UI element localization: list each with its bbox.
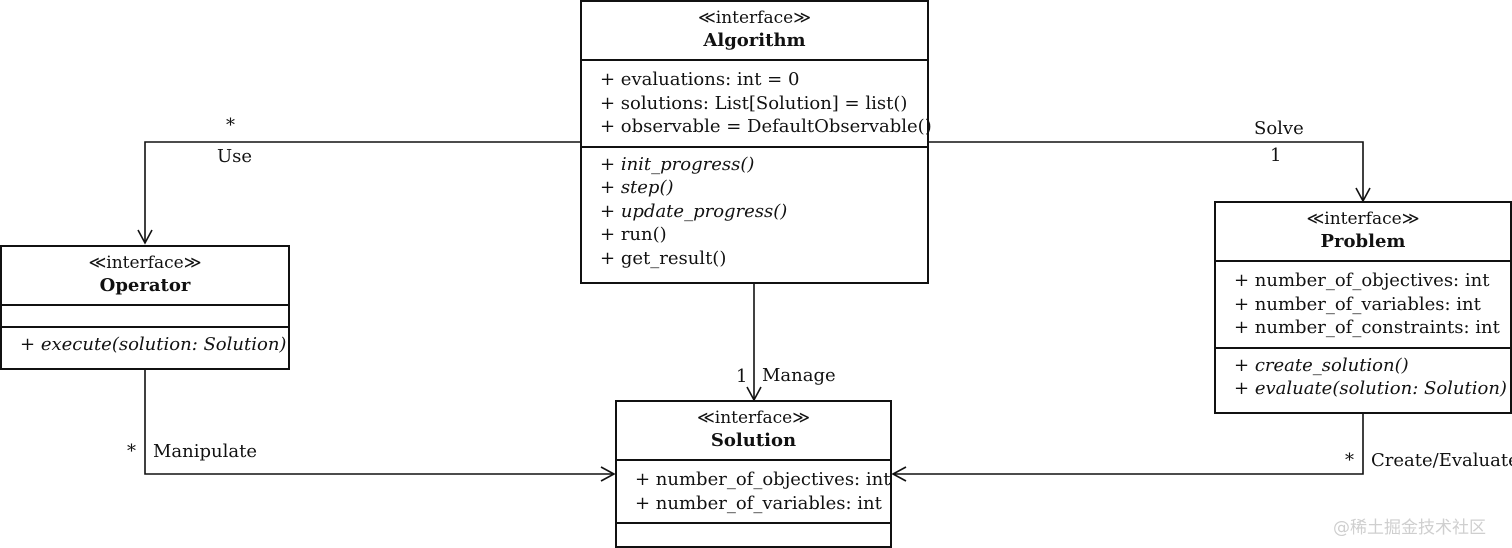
label-create-evaluate: Create/Evaluate (1371, 450, 1512, 471)
class-name: Solution (710, 430, 797, 451)
attribute: + number_of_variables: int (1234, 293, 1481, 315)
class-name: Operator (99, 275, 191, 296)
arrowhead-use (137, 229, 153, 245)
class-operator: ≪interface≫ Operator + execute(solution:… (0, 245, 290, 370)
label-manipulate: Manipulate (153, 441, 258, 462)
edge-use (144, 141, 581, 243)
attributes-section: + evaluations: int = 0 + solutions: List… (582, 61, 932, 148)
multiplicity-use: * (226, 115, 235, 136)
class-header: ≪interface≫ Operator (2, 247, 288, 306)
multiplicity-create-evaluate: * (1345, 450, 1354, 471)
methods-section: + create_solution() + evaluate(solution:… (1216, 349, 1510, 405)
class-name: Algorithm (703, 30, 806, 51)
label-solve: Solve (1254, 118, 1304, 139)
multiplicity-manipulate: * (127, 441, 136, 462)
attributes-section: + number_of_objectives: int + number_of_… (617, 461, 890, 524)
stereotype: ≪interface≫ (696, 408, 810, 428)
attribute: + solutions: List[Solution] = list() (600, 92, 908, 114)
method: + init_progress() (600, 153, 755, 175)
attribute: + number_of_objectives: int (1234, 270, 1490, 291)
methods-section (617, 524, 890, 544)
attributes-section: + number_of_objectives: int + number_of_… (1216, 262, 1510, 349)
watermark: @稀土掘金技术社区 (1333, 518, 1486, 538)
stereotype: ≪interface≫ (697, 8, 811, 28)
attribute: + observable = DefaultObservable() (600, 116, 932, 137)
edge-solve (928, 141, 1364, 201)
method: + execute(solution: Solution) (20, 334, 287, 355)
method: + create_solution() (1234, 354, 1409, 376)
class-header: ≪interface≫ Problem (1216, 203, 1510, 262)
stereotype: ≪interface≫ (88, 253, 202, 273)
method: + update_progress() (600, 200, 788, 222)
class-name: Problem (1320, 231, 1406, 252)
multiplicity-manage: 1 (736, 366, 748, 387)
methods-section: + execute(solution: Solution) (2, 328, 288, 361)
label-manage: Manage (762, 365, 836, 386)
arrowhead-manipulate (600, 466, 616, 482)
class-header: ≪interface≫ Solution (617, 402, 890, 461)
method: + get_result() (600, 247, 727, 269)
methods-section: + init_progress() + step() + update_prog… (582, 148, 927, 275)
method: + evaluate(solution: Solution) (1234, 378, 1507, 399)
stereotype: ≪interface≫ (1306, 209, 1420, 229)
edge-create-evaluate (893, 413, 1364, 475)
attribute: + evaluations: int = 0 (600, 69, 800, 90)
arrowhead-create-evaluate (891, 466, 907, 482)
attribute: + number_of_constraints: int (1234, 317, 1500, 338)
class-problem: ≪interface≫ Problem + number_of_objectiv… (1214, 201, 1512, 414)
class-header: ≪interface≫ Algorithm (582, 2, 927, 61)
method: + run() (600, 224, 667, 245)
class-algorithm: ≪interface≫ Algorithm + evaluations: int… (580, 0, 932, 284)
attribute: + number_of_objectives: int (635, 469, 891, 490)
attributes-section (2, 306, 288, 328)
multiplicity-solve: 1 (1270, 145, 1282, 166)
class-solution: ≪interface≫ Solution + number_of_objecti… (615, 400, 892, 548)
label-use: Use (217, 146, 253, 167)
edge-manipulate (144, 369, 614, 475)
method: + step() (600, 177, 674, 198)
attribute: + number_of_variables: int (635, 492, 882, 514)
